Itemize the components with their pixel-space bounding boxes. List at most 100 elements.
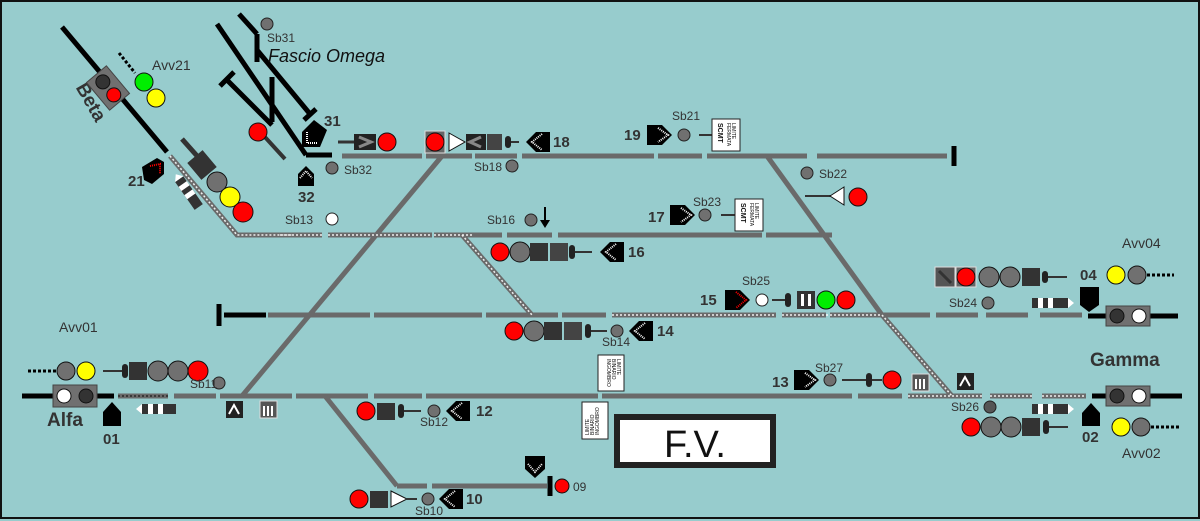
barrier-icon[interactable] <box>911 373 930 392</box>
fascio-omega-tracks <box>214 12 332 158</box>
approach-signal-avv02[interactable] <box>1111 417 1180 437</box>
sign-limite-binario-ingombro: LIMITE BINARIO INGOMBRO <box>597 354 625 392</box>
signal-17-indicator[interactable] <box>670 205 695 225</box>
shunting-signal-label: Sb27 <box>815 361 843 375</box>
svg-text:INGOMBRO: INGOMBRO <box>595 407 601 435</box>
shunting-signal-label: Sb21 <box>672 109 700 123</box>
direction-gamma: Gamma <box>1090 350 1160 371</box>
signal-15-head[interactable] <box>772 290 856 310</box>
signal-13-head[interactable] <box>842 370 902 390</box>
shunting-signal-sb11[interactable] <box>212 376 226 390</box>
shunting-signal-sb13[interactable] <box>325 212 339 226</box>
track-crossover[interactable] <box>323 394 399 488</box>
station-name-box: F.V. <box>614 414 776 468</box>
signal-18-indicator[interactable] <box>526 132 550 152</box>
shunting-signal-label: Sb32 <box>344 163 372 177</box>
signal-09-indicator[interactable] <box>525 456 545 478</box>
shunting-signal-sb18[interactable] <box>505 159 519 173</box>
signal-14-head[interactable] <box>504 320 607 342</box>
signal-number: 32 <box>298 189 315 206</box>
signal-16-head[interactable] <box>490 241 592 263</box>
entry-signal-beta[interactable] <box>85 65 131 111</box>
shunting-signal-sb31[interactable] <box>260 17 274 31</box>
shunting-signal-label: Sb14 <box>602 335 630 349</box>
signal-02-head[interactable] <box>961 416 1068 438</box>
svg-text:FERMATA: FERMATA <box>725 123 731 147</box>
signal-row-154-west[interactable] <box>338 132 397 152</box>
approach-signal-avv21[interactable] <box>117 52 166 108</box>
signal-32-indicator[interactable] <box>298 166 314 186</box>
shunting-signal-sb12[interactable] <box>427 404 441 418</box>
shunting-signal-sb32[interactable] <box>325 161 339 175</box>
entry-signal-alfa[interactable] <box>52 384 98 408</box>
dwarf-signal-red[interactable] <box>248 122 287 161</box>
tracks <box>60 25 1086 489</box>
signal-number: 31 <box>324 113 341 130</box>
shunting-signal-label: Sb24 <box>949 296 977 310</box>
svg-text:LIMITE: LIMITE <box>753 203 759 220</box>
shunting-signal-label: Sb13 <box>285 213 313 227</box>
shunting-signal-sb26[interactable] <box>983 400 997 414</box>
signal-12-indicator[interactable] <box>446 401 470 421</box>
caret-up-icon[interactable] <box>957 373 974 390</box>
signal-02-indicator[interactable] <box>1082 403 1100 426</box>
level-crossing-marker <box>136 404 176 414</box>
signal-number: 10 <box>466 491 483 508</box>
approach-signal-label: Avv02 <box>1122 445 1161 461</box>
signal-10-indicator[interactable] <box>439 489 463 509</box>
signal-number: 15 <box>700 292 717 309</box>
signal-number: 21 <box>128 173 145 190</box>
signal-alfa-departure-head[interactable] <box>103 360 209 382</box>
signal-10-head[interactable] <box>349 489 417 509</box>
shunting-signal-label: Sb25 <box>742 274 770 288</box>
shunting-signal-sb22[interactable] <box>800 166 814 180</box>
signal-31-indicator[interactable] <box>302 120 327 147</box>
shunting-signal-sb27[interactable] <box>823 373 837 387</box>
signal-09-head[interactable] <box>554 478 570 494</box>
signal-12-head[interactable] <box>356 401 421 421</box>
signal-04-indicator[interactable] <box>1080 287 1099 312</box>
signal-14-indicator[interactable] <box>629 321 653 341</box>
signal-21-head[interactable] <box>180 137 254 223</box>
track-crossover[interactable] <box>764 154 885 317</box>
signal-row-154-east-head[interactable] <box>805 186 868 207</box>
shunting-signal-label: Sb10 <box>415 504 443 518</box>
approach-signal-avv01[interactable] <box>28 361 96 381</box>
signal-01-indicator[interactable] <box>103 402 121 426</box>
shunting-signal-label: Sb22 <box>819 167 847 181</box>
shunting-signal-sb24[interactable] <box>981 296 995 310</box>
level-crossing-marker <box>1032 404 1074 414</box>
shunting-signal-label: Sb26 <box>951 400 979 414</box>
shunting-signal-label: Sb23 <box>693 195 721 209</box>
shunting-signal-sb16[interactable] <box>524 213 538 227</box>
signal-13-indicator[interactable] <box>794 370 819 390</box>
shunting-signal-sb10[interactable] <box>421 492 435 506</box>
svg-text:SCMT: SCMT <box>716 123 723 144</box>
signal-18-head[interactable] <box>424 130 519 154</box>
entry-signal-gamma-north[interactable] <box>1105 305 1151 327</box>
signal-19-indicator[interactable] <box>647 125 672 145</box>
approach-signal-avv04[interactable] <box>1106 265 1174 285</box>
shunting-signal-sb21[interactable] <box>677 128 691 142</box>
signal-number: 01 <box>103 431 120 448</box>
shunting-signal-label: Sb18 <box>474 160 502 174</box>
barrier-icon[interactable] <box>259 400 278 419</box>
signal-number: 12 <box>476 403 493 420</box>
approach-signal-label: Avv01 <box>59 319 98 335</box>
approach-signal-label: Avv04 <box>1122 235 1161 251</box>
signal-16-indicator[interactable] <box>600 242 624 262</box>
svg-text:FERMATA: FERMATA <box>748 203 754 227</box>
caret-up-icon[interactable] <box>226 401 243 418</box>
signal-21-indicator[interactable] <box>142 158 164 184</box>
signal-04-head[interactable] <box>934 266 1067 288</box>
shunting-signal-sb23[interactable] <box>698 208 712 222</box>
direction-alfa: Alfa <box>47 410 83 431</box>
svg-text:LIMITE: LIMITE <box>615 359 621 376</box>
signal-15-indicator[interactable] <box>725 290 750 310</box>
shunting-signal-sb14[interactable] <box>610 324 624 338</box>
shunting-signal-sb25[interactable] <box>755 293 769 307</box>
track-crossover[interactable] <box>240 154 444 398</box>
svg-text:INGOMBRO: INGOMBRO <box>605 359 611 387</box>
signal-number: 09 <box>573 480 587 494</box>
entry-signal-gamma-south[interactable] <box>1105 385 1151 407</box>
